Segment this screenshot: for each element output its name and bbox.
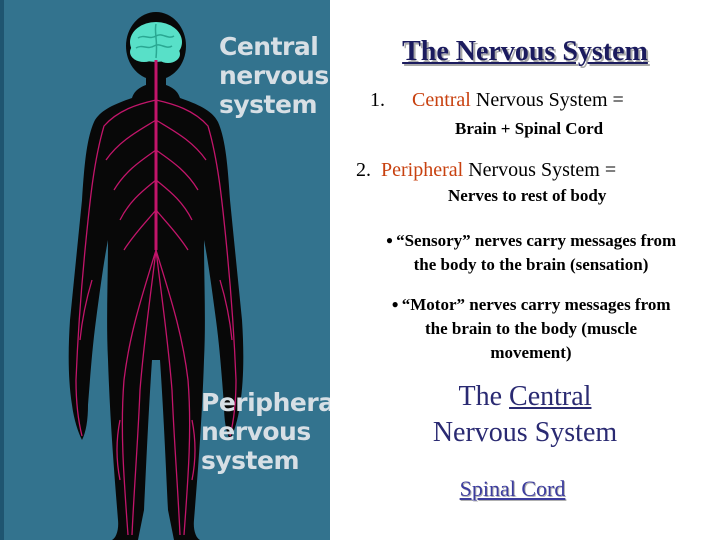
- bullet-dot: ●: [391, 297, 399, 311]
- central-definition: Brain + Spinal Cord: [455, 119, 604, 138]
- item-number: 2.: [356, 159, 371, 181]
- body-silhouette: [68, 82, 244, 540]
- item-text: Nervous System =: [463, 159, 617, 181]
- bullet-line: the brain to the body (muscle: [424, 319, 638, 338]
- peripheral-nerves: [75, 99, 237, 536]
- central-label-line-1: Central: [219, 32, 319, 61]
- panel-edge: [0, 0, 4, 540]
- bullet-line: “Sensory” nerves carry messages from: [396, 231, 677, 250]
- section-heading: The Central Nervous System: [395, 379, 655, 451]
- anatomy-illustration: Central nervous system Peripheral nervou…: [0, 0, 330, 540]
- heading-line-2: Nervous System: [432, 417, 618, 448]
- bullet-sensory: ●“Sensory” nerves carry messages from th…: [351, 228, 711, 277]
- spinal-cord-link[interactable]: Spinal Cord: [459, 476, 566, 501]
- peripheral-label-line-2: nervous: [201, 417, 311, 446]
- item-number: 1.: [370, 89, 385, 111]
- heading-underlined-word: Central: [509, 381, 592, 412]
- item-text: Nervous System =: [470, 89, 624, 111]
- central-nervous-system-label: Central nervous system: [219, 32, 329, 119]
- brain-folds: [135, 23, 175, 59]
- peripheral-label-line-3: system: [201, 446, 300, 475]
- slide-title: The Nervous System: [402, 36, 648, 67]
- peripheral-definition: Nerves to rest of body: [448, 186, 607, 205]
- central-label-line-3: system: [219, 90, 318, 119]
- bullet-dot: ●: [385, 233, 394, 247]
- peripheral-label-line-1: Peripheral: [201, 388, 330, 417]
- peripheral-nervous-system-label: Peripheral nervous system: [201, 388, 330, 475]
- heading-prefix: The: [458, 381, 510, 412]
- bullet-line: movement): [490, 343, 572, 362]
- bullet-motor: ●“Motor” nerves carry messages from the …: [351, 292, 711, 365]
- list-item-peripheral: 2. Peripheral Nervous System =: [356, 159, 616, 182]
- peripheral-highlight: Peripheral: [381, 159, 464, 181]
- list-item-central: 1. Central Nervous System =: [370, 89, 624, 112]
- central-label-line-2: nervous: [219, 61, 329, 90]
- bullet-line: “Motor” nerves carry messages from: [401, 295, 671, 314]
- central-highlight: Central: [412, 89, 471, 111]
- human-body-figure: [68, 12, 244, 540]
- bullet-line: the body to the brain (sensation): [413, 255, 649, 274]
